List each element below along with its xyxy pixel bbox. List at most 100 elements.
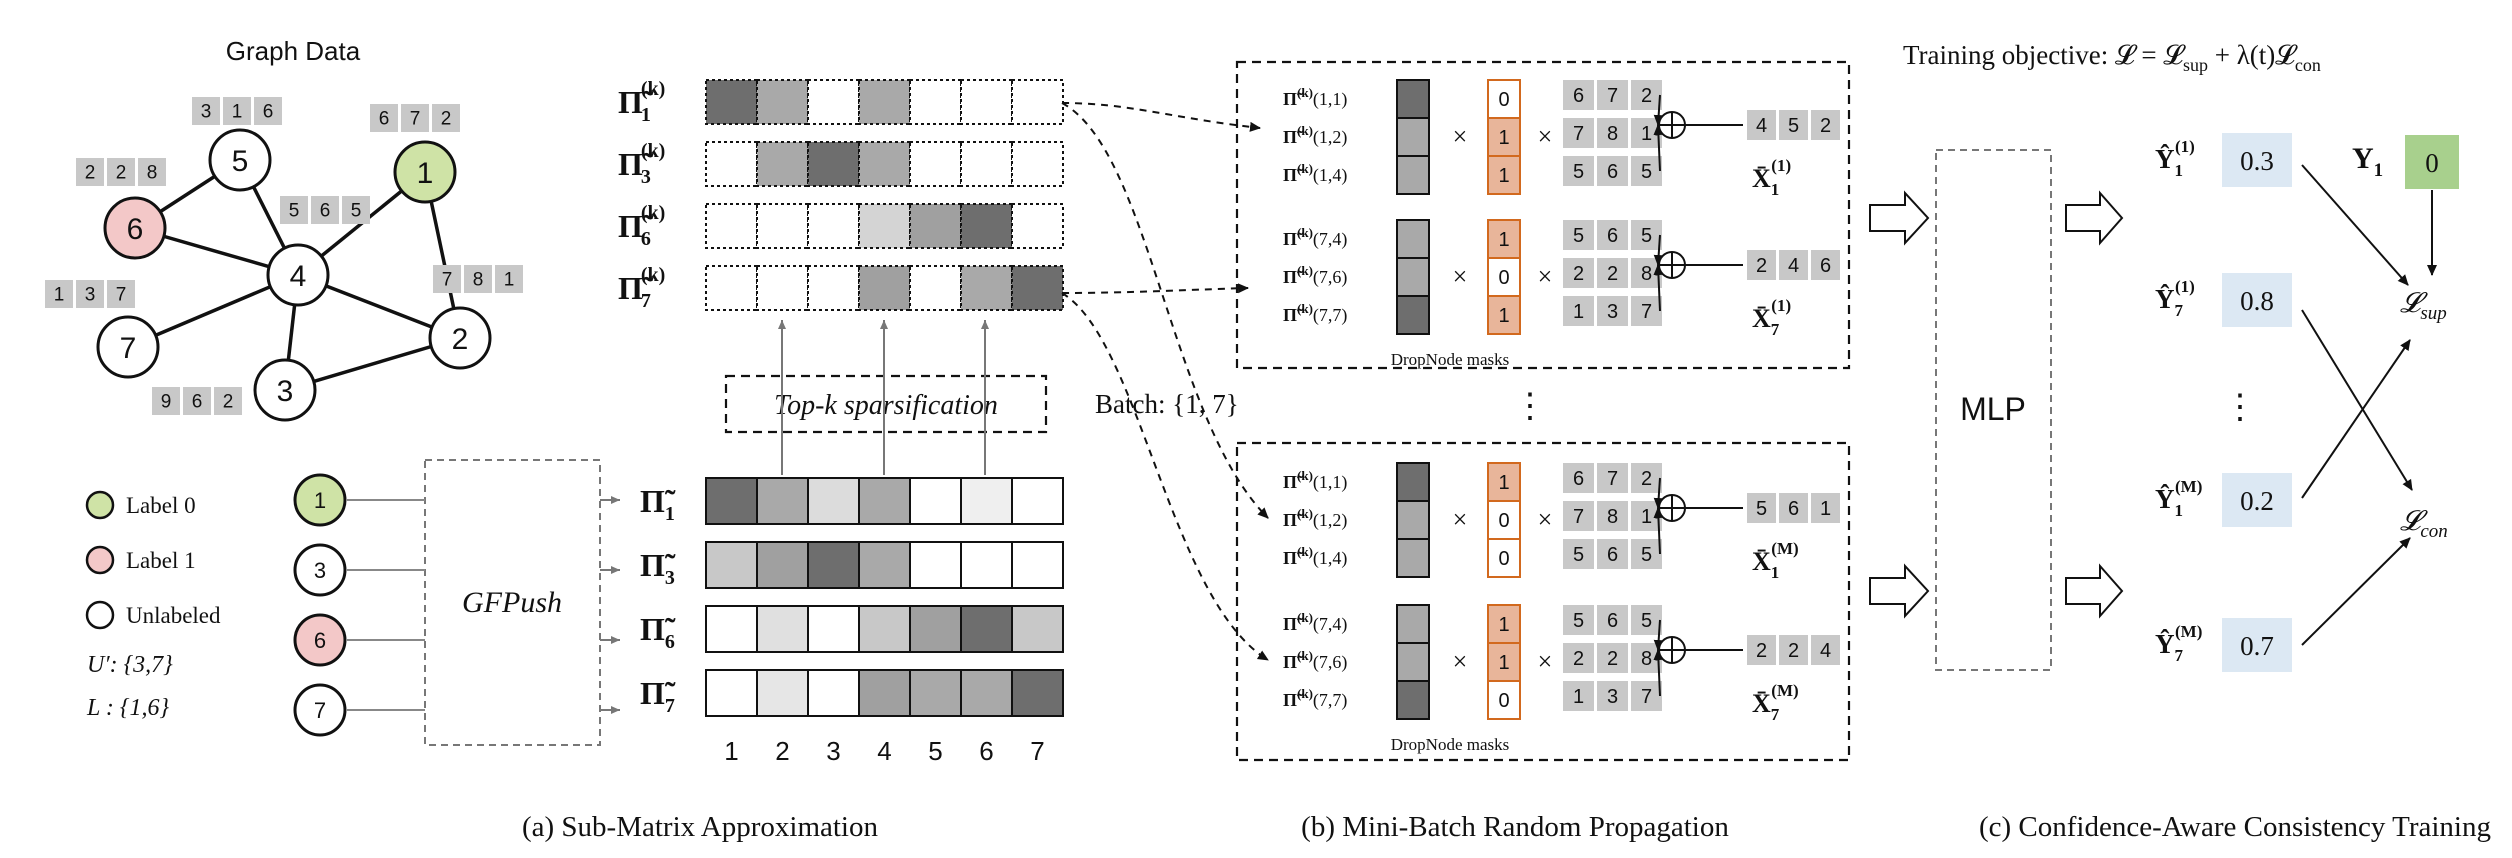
feature-value: 1	[54, 285, 65, 306]
pi-entry-label: Π̃(k)(7,7)	[1283, 301, 1347, 326]
feature-value: 2	[85, 163, 96, 184]
feature-cell	[138, 158, 166, 186]
caption-c: (c) Confidence-Aware Consistency Trainin…	[1979, 811, 2491, 843]
pi-cell	[807, 669, 860, 717]
dropnode-mask-value: 0	[1498, 690, 1509, 712]
feature-cell	[1563, 156, 1594, 186]
feature-cell	[1597, 80, 1628, 110]
topk-cell	[858, 265, 911, 311]
feature-cell	[1631, 296, 1662, 326]
svg-text:3: 3	[277, 375, 294, 408]
topk-row-7: Π̃7(k)	[618, 264, 1064, 312]
topk-cell	[960, 79, 1013, 125]
topk-box	[724, 374, 1048, 434]
dropnode-mask-value: 1	[1498, 229, 1509, 251]
pi-column-cell	[1396, 117, 1430, 157]
feature-cell	[107, 280, 135, 308]
feature-cell	[1811, 635, 1840, 665]
graph-node-2: 2	[428, 306, 492, 370]
topk-cell	[756, 79, 809, 125]
feature-cell	[1631, 80, 1662, 110]
svg-text:Unlabeled: Unlabeled	[126, 603, 221, 628]
pi-cell	[909, 605, 962, 653]
feature-cell	[1631, 156, 1662, 186]
prediction-box	[2222, 618, 2292, 672]
pi-column-cell	[1396, 257, 1430, 297]
times-sign: ×	[1453, 505, 1468, 534]
svg-text:Ŷ7(M): Ŷ7(M)	[2155, 622, 2202, 665]
batch-box-top	[1235, 60, 1851, 370]
feature-value: 7	[1573, 123, 1584, 145]
graph-node-3: 3	[253, 358, 317, 422]
batch-box-bottom	[1235, 441, 1851, 762]
feature-value: 5	[1641, 544, 1652, 566]
pi-cell	[858, 541, 911, 589]
pi-entry-label: Π̃(k)(7,4)	[1283, 225, 1347, 250]
pi-entry-label: Π̃(k)(7,4)	[1283, 610, 1347, 635]
feature-value: 7	[410, 109, 421, 130]
feature-cell	[1747, 635, 1776, 665]
pi-cell	[756, 605, 809, 653]
pi-cell	[705, 541, 758, 589]
feature-cell	[76, 158, 104, 186]
pi-cell	[756, 477, 809, 525]
pi-cell	[909, 477, 962, 525]
prediction-value: 0.8	[2240, 286, 2274, 316]
feature-cell	[1597, 258, 1628, 288]
augmented-feature-label: X̄1(M)	[1752, 539, 1799, 582]
graph-node-5: 5	[208, 128, 272, 192]
pi-cell	[1011, 669, 1064, 717]
graph-node-7: 7	[96, 315, 160, 379]
ellipsis-predictions: ⋮	[2223, 389, 2257, 426]
caption-b: (b) Mini-Batch Random Propagation	[1301, 811, 1729, 843]
pi-column-cell	[1396, 604, 1430, 644]
topk-matrix: Π̃1(k)Π̃3(k)Π̃6(k)Π̃7(k)	[618, 78, 1064, 312]
pi-cell	[909, 541, 962, 589]
times-sign: ×	[1538, 122, 1553, 151]
svg-text:5: 5	[232, 145, 249, 178]
dropnode-mask-value: 0	[1498, 267, 1509, 289]
feature-value: 2	[1607, 263, 1618, 285]
feature-value: 6	[192, 392, 203, 413]
pi-column-cell	[1396, 295, 1430, 335]
pi-cell	[960, 477, 1013, 525]
topk-cell	[858, 79, 911, 125]
topk-cell	[807, 203, 860, 249]
topk-cell	[858, 141, 911, 187]
svg-text:3: 3	[314, 558, 326, 583]
feature-value: 9	[161, 392, 172, 413]
column-label: 6	[979, 736, 993, 766]
pi-column-cell	[1396, 79, 1430, 119]
topk-cell	[1011, 79, 1064, 125]
feature-cell	[1597, 643, 1628, 673]
svg-text:Π̃6: Π̃6	[640, 611, 676, 653]
feature-value: 6	[320, 201, 331, 222]
svg-text:1: 1	[417, 157, 434, 190]
pi-cell	[858, 669, 911, 717]
topk-cell	[756, 265, 809, 311]
dropnode-mask-cell	[1487, 257, 1521, 297]
feature-value: 4	[1756, 115, 1767, 137]
hollow-arrows-from-mlp	[2065, 190, 2124, 619]
svg-text:Y1: Y1	[2352, 142, 2383, 181]
feature-value: 3	[85, 285, 96, 306]
feature-value: 1	[1573, 686, 1584, 708]
feature-cell	[1563, 296, 1594, 326]
dropnode-mask-value: 1	[1498, 472, 1509, 494]
feature-cell	[1747, 110, 1776, 140]
svg-text:Ŷ1(1): Ŷ1(1)	[2155, 137, 2195, 180]
topk-cell	[1011, 141, 1064, 187]
